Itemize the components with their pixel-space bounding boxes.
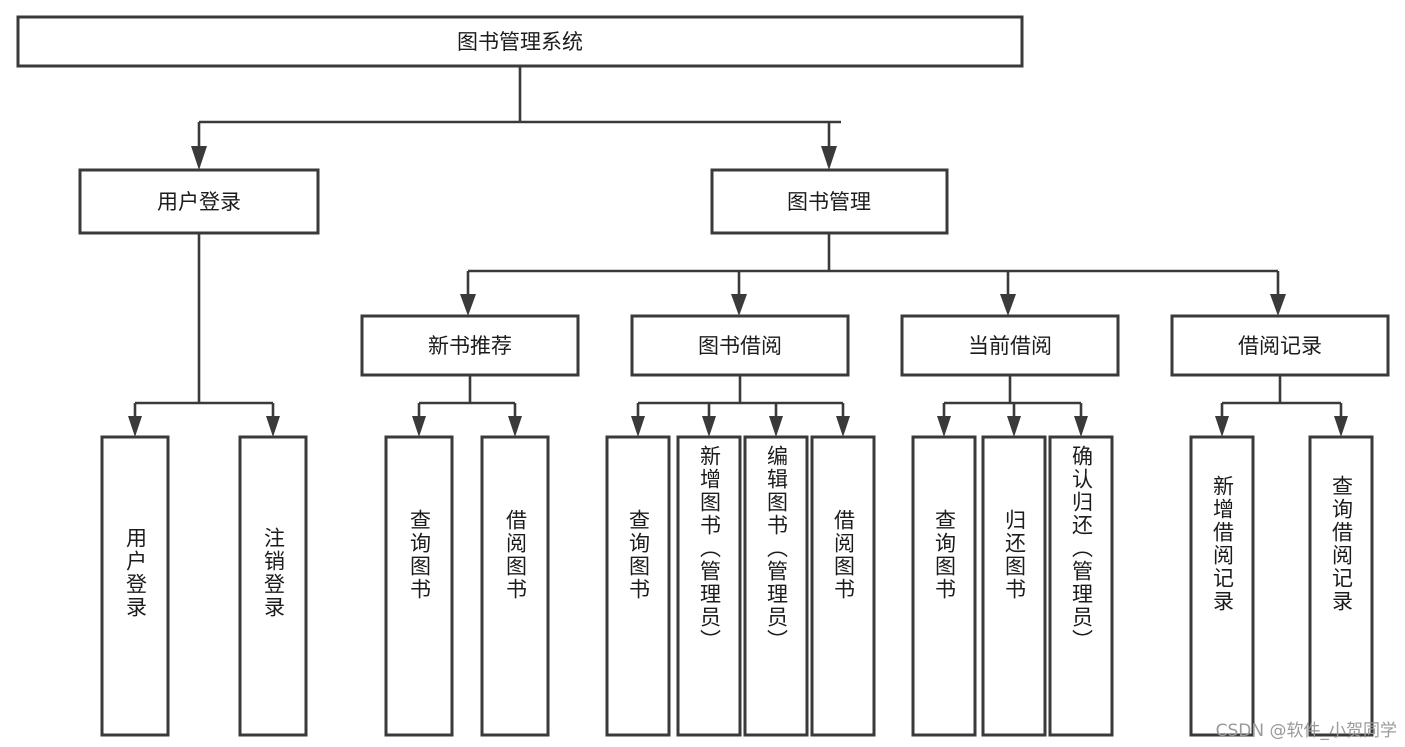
- node-root-label: 图书管理系统: [457, 30, 583, 54]
- arrowhead-new-book-recommend: [460, 294, 476, 316]
- node-leaf-borrow-book-2-box[interactable]: [810, 435, 876, 737]
- node-borrow-record-box[interactable]: [1170, 314, 1390, 377]
- connector-group-new-book-recommend: [412, 375, 522, 437]
- arrowhead-borrow-record: [1270, 294, 1286, 316]
- node-book-management-box[interactable]: [710, 168, 949, 235]
- arrowhead-leaf-query-book-1: [412, 416, 426, 437]
- node-root[interactable]: 图书管理系统: [16, 15, 1024, 68]
- connector-group-current-borrow: [937, 375, 1088, 437]
- node-current-borrow[interactable]: 当前借阅: [900, 314, 1120, 377]
- node-leaf-add-book-box[interactable]: [676, 435, 742, 737]
- node-user-login-label: 用户登录: [157, 190, 241, 214]
- node-new-book-recommend-label: 新书推荐: [428, 334, 512, 358]
- arrowhead-leaf-borrow-book-2: [836, 416, 850, 437]
- node-leaf-confirm-return-box[interactable]: [1048, 435, 1114, 737]
- node-current-borrow-label: 当前借阅: [968, 334, 1052, 358]
- arrowhead-leaf-confirm-return: [1074, 416, 1088, 437]
- arrowhead-leaf-user-logout: [266, 416, 280, 437]
- node-book-management[interactable]: 图书管理: [710, 168, 949, 235]
- node-leaf-return-book-box[interactable]: [981, 435, 1047, 737]
- node-leaf-query-book-3-box[interactable]: [911, 435, 977, 737]
- node-new-book-recommend-box[interactable]: [360, 314, 580, 377]
- connector-group-root: [191, 66, 841, 170]
- node-book-management-label: 图书管理: [787, 190, 871, 214]
- node-user-login[interactable]: 用户登录: [78, 168, 320, 235]
- arrowhead-book-management: [821, 146, 837, 170]
- node-leaf-query-book-1-box[interactable]: [384, 435, 454, 737]
- arrowhead-leaf-user-login: [128, 416, 142, 437]
- node-borrow-record-label: 借阅记录: [1238, 334, 1322, 358]
- connector-group-book-borrow: [631, 375, 850, 437]
- leaf-boxes: [100, 435, 1374, 737]
- arrowhead-leaf-return-book: [1007, 416, 1021, 437]
- node-book-borrow-label: 图书借阅: [698, 334, 782, 358]
- node-leaf-edit-book-box[interactable]: [743, 435, 809, 737]
- connector-group-user-login: [128, 233, 280, 437]
- node-current-borrow-box[interactable]: [900, 314, 1120, 377]
- arrowhead-leaf-add-record: [1215, 416, 1229, 437]
- node-leaf-query-book-2-box[interactable]: [605, 435, 671, 737]
- node-new-book-recommend[interactable]: 新书推荐: [360, 314, 580, 377]
- node-book-borrow-box[interactable]: [630, 314, 850, 377]
- csdn-watermark: CSDN @软件_小贺同学: [1215, 721, 1397, 741]
- arrowhead-current-borrow: [1000, 294, 1016, 316]
- node-leaf-borrow-book-1-box[interactable]: [480, 435, 550, 737]
- node-root-box[interactable]: [16, 15, 1024, 68]
- arrowhead-book-borrow: [731, 294, 747, 316]
- arrowhead-user-login: [191, 146, 207, 170]
- connector-group-borrow-record: [1215, 375, 1348, 437]
- node-leaf-user-logout-box[interactable]: [238, 435, 308, 737]
- node-user-login-box[interactable]: [78, 168, 320, 235]
- arrowhead-leaf-borrow-book-1: [508, 416, 522, 437]
- arrowhead-leaf-query-book-2: [631, 416, 645, 437]
- arrowhead-leaf-edit-book: [769, 416, 783, 437]
- node-leaf-user-login-box[interactable]: [100, 435, 170, 737]
- arrowhead-leaf-query-record: [1334, 416, 1348, 437]
- arrowhead-leaf-add-book: [702, 416, 716, 437]
- node-leaf-query-record-box[interactable]: [1308, 435, 1374, 737]
- arrowhead-leaf-query-book-3: [937, 416, 951, 437]
- node-book-borrow[interactable]: 图书借阅: [630, 314, 850, 377]
- node-leaf-add-record-box[interactable]: [1189, 435, 1255, 737]
- node-borrow-record[interactable]: 借阅记录: [1170, 314, 1390, 377]
- connector-group-book-management: [460, 233, 1286, 316]
